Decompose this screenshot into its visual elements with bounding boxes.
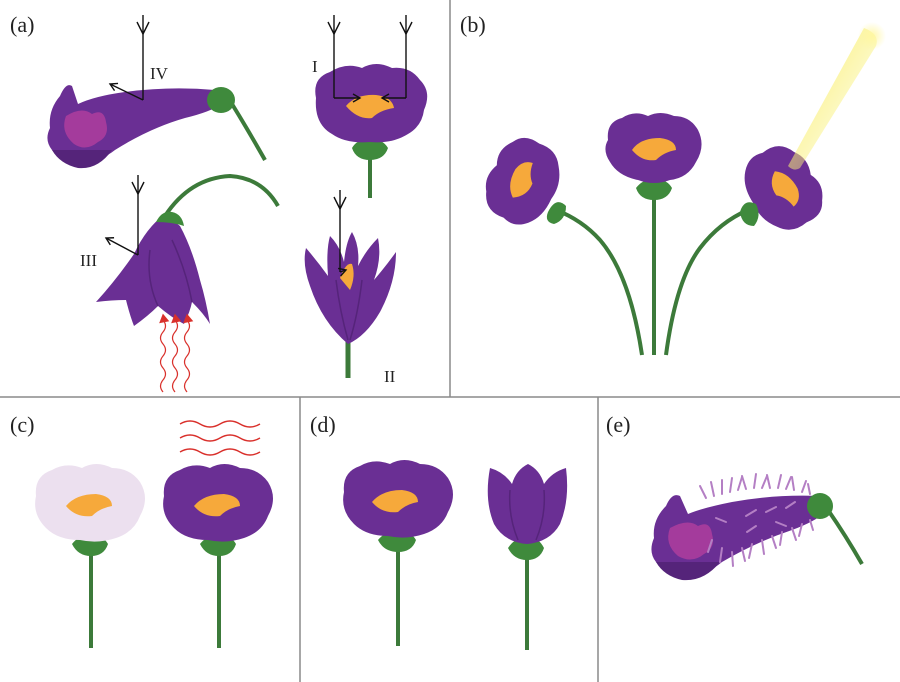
- panel-a-label: (a): [10, 12, 34, 37]
- flower-left: [485, 137, 560, 225]
- flower-lower-lip: [656, 562, 720, 581]
- flower-center: [372, 490, 418, 513]
- flower-i-open: I: [312, 15, 428, 198]
- sepals-left: [546, 202, 566, 224]
- flower-open: [343, 460, 453, 646]
- flower-center: [340, 263, 354, 290]
- panel-d-label: (d): [310, 412, 336, 437]
- heat-wave-icon: [179, 420, 261, 456]
- sepals: [508, 537, 544, 560]
- panel-c-label: (c): [10, 412, 34, 437]
- panel-d: (d): [310, 412, 568, 650]
- calyx: [156, 211, 184, 226]
- flower-iii-bell: III: [80, 173, 280, 393]
- stem: [826, 508, 864, 565]
- closed-petals: [487, 464, 568, 544]
- flower-right: [744, 146, 823, 230]
- flower-center: [66, 494, 112, 517]
- flower-hairy-tubular: [651, 473, 864, 581]
- heat-wave-icon: [159, 313, 194, 393]
- panel-b-label: (b): [460, 12, 486, 37]
- panel-a: (a) IV I: [10, 12, 428, 393]
- flower-purple-heat: [163, 420, 273, 648]
- label-i: I: [312, 57, 318, 76]
- nectar-patch: [668, 522, 713, 560]
- flower-pale: [35, 464, 145, 648]
- nectar-patch: [64, 110, 107, 148]
- stem: [230, 102, 267, 161]
- panel-e-label: (e): [606, 412, 630, 437]
- light-beam-icon: [788, 22, 886, 170]
- label-iii: III: [80, 251, 97, 270]
- stem: [163, 173, 280, 218]
- flower-closed: [487, 464, 568, 650]
- panel-e: (e): [606, 412, 864, 581]
- calyx: [807, 493, 833, 519]
- flower-lower-lip: [52, 150, 112, 169]
- hairs: [699, 473, 814, 567]
- flower-center: [194, 494, 240, 517]
- arrow-out: [108, 82, 144, 101]
- flower-middle: [605, 113, 702, 200]
- calyx: [207, 87, 235, 113]
- panel-b: (b): [460, 12, 886, 356]
- bell-petals: [96, 214, 210, 326]
- stems: [555, 195, 749, 356]
- sepals-right: [740, 202, 759, 226]
- flower-ii-closed: II: [304, 190, 396, 386]
- flower-iv-horizontal: IV: [47, 15, 267, 169]
- label-ii: II: [384, 367, 396, 386]
- sepals: [352, 139, 388, 160]
- label-iv: IV: [150, 64, 169, 83]
- panel-c: (c): [10, 412, 273, 648]
